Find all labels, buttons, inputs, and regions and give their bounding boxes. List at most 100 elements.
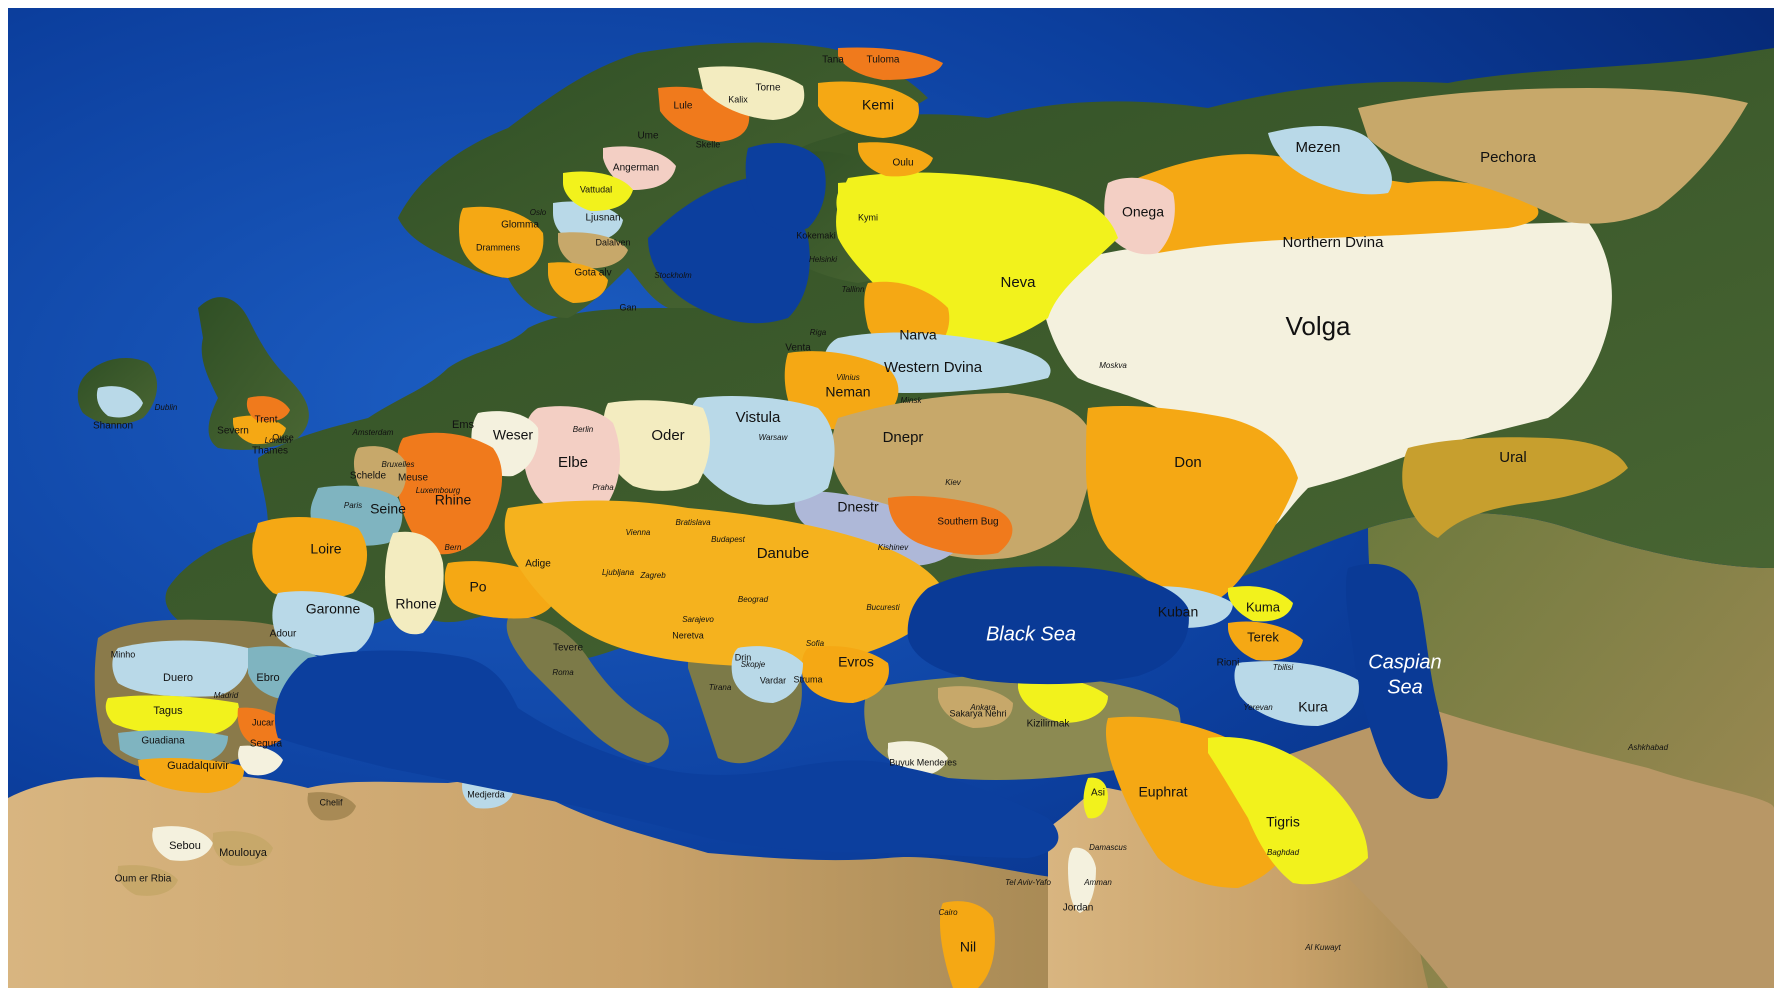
- sea-label-caspian-sea: Sea: [1387, 676, 1423, 698]
- river-label-adige: Adige: [525, 559, 551, 570]
- basin-ural: [1402, 437, 1628, 538]
- river-label-skelle: Skelle: [696, 139, 721, 149]
- river-label-venta: Venta: [785, 343, 811, 354]
- river-label-kuban: Kuban: [1158, 604, 1198, 620]
- river-label-vistula: Vistula: [736, 409, 781, 426]
- city-label-bruxelles: Bruxelles: [382, 460, 415, 469]
- river-label-loire: Loire: [310, 541, 341, 557]
- city-label-praha: Praha: [592, 483, 614, 492]
- river-label-onega: Onega: [1122, 204, 1164, 220]
- river-label-glomma: Glomma: [501, 220, 539, 231]
- city-label-warsaw: Warsaw: [759, 433, 789, 442]
- city-label-minsk: Minsk: [901, 396, 923, 405]
- river-label-thames: Thames: [252, 446, 288, 457]
- basin-don: [1086, 406, 1298, 608]
- city-label-madrid: Madrid: [214, 691, 239, 700]
- city-label-sarajevo: Sarajevo: [682, 615, 714, 624]
- basin-rhine: [396, 432, 503, 555]
- river-label-buyuk-menderes: Buyuk Menderes: [889, 757, 957, 767]
- river-label-vardar: Vardar: [760, 675, 786, 685]
- river-label-pechora: Pechora: [1480, 149, 1537, 166]
- river-label-meuse: Meuse: [398, 473, 428, 484]
- city-label-cairo: Cairo: [938, 908, 958, 917]
- river-label-tagus: Tagus: [153, 705, 183, 717]
- river-label-severn: Severn: [217, 426, 249, 437]
- river-label-drin: Drin: [735, 652, 752, 662]
- basin-kizilirmak: [1018, 676, 1108, 723]
- sea-label-caspian-sea: Caspian: [1368, 651, 1441, 673]
- river-label-weser: Weser: [493, 427, 534, 443]
- basin-tuloma: [838, 47, 943, 80]
- river-label-moulouya: Moulouya: [219, 847, 268, 859]
- basin-danube: [504, 500, 948, 667]
- basin-trent: [246, 396, 290, 422]
- river-label-western-dvina: Western Dvina: [884, 359, 983, 376]
- basin-angerman: [603, 146, 676, 190]
- city-label-tirana: Tirana: [709, 683, 732, 692]
- city-label-baghdad: Baghdad: [1267, 848, 1300, 857]
- basin-southern-bug: [888, 496, 1013, 555]
- river-label-tuloma: Tuloma: [867, 55, 900, 66]
- city-label-dublin: Dublin: [155, 403, 178, 412]
- basin-glomma: [459, 206, 544, 278]
- basin-kuma: [1228, 586, 1293, 622]
- river-label-terek: Terek: [1247, 629, 1279, 644]
- basin-vattudal: [563, 171, 633, 211]
- basin-rhone: [385, 531, 444, 635]
- city-label-amsterdam: Amsterdam: [352, 428, 394, 437]
- city-label-damascus: Damascus: [1089, 843, 1127, 852]
- city-label-budapest: Budapest: [711, 535, 746, 544]
- basin-vardar: [731, 646, 803, 703]
- basin-tagus: [105, 695, 239, 736]
- basin-dnestr: [794, 491, 953, 566]
- city-label-yerevan: Yerevan: [1243, 703, 1273, 712]
- river-label-rhone: Rhone: [395, 596, 436, 612]
- river-label-tigris: Tigris: [1266, 814, 1300, 830]
- river-label-kymi: Kymi: [858, 212, 878, 222]
- river-label-jucar: Jucar: [252, 717, 274, 727]
- river-label-minho: Minho: [111, 649, 136, 659]
- river-label-chelif: Chelif: [319, 797, 343, 807]
- river-label-angerman: Angerman: [613, 163, 659, 174]
- basin-gota: [548, 262, 608, 303]
- basin-segura: [238, 745, 283, 776]
- river-label-kizilirmak: Kizilirmak: [1027, 719, 1071, 730]
- river-label-dnepr: Dnepr: [883, 429, 924, 446]
- city-label-kiev: Kiev: [945, 478, 962, 487]
- basin-dalalven: [558, 232, 628, 269]
- city-label-zagreb: Zagreb: [639, 571, 666, 580]
- river-label-sebou: Sebou: [169, 840, 201, 852]
- city-label-moskva: Moskva: [1099, 361, 1127, 370]
- basin-elbe: [523, 406, 620, 511]
- seas-layer: [274, 143, 1448, 858]
- river-label-kemi: Kemi: [862, 97, 894, 113]
- basin-evros: [801, 646, 889, 703]
- river-label-nil: Nil: [960, 939, 976, 955]
- basin-jordan: [1068, 847, 1096, 913]
- basin-garonne: [272, 591, 375, 657]
- river-label-tevere: Tevere: [553, 643, 583, 654]
- city-label-tbilisi: Tbilisi: [1273, 663, 1294, 672]
- land-italy: [506, 617, 669, 763]
- basin-onega: [1104, 177, 1175, 255]
- city-label-paris: Paris: [344, 501, 362, 510]
- basin-terek: [1228, 621, 1303, 661]
- river-label-ebro: Ebro: [256, 672, 279, 684]
- river-label-sakarya-nehri: Sakarya Nehri: [949, 708, 1006, 718]
- basin-torne: [698, 66, 805, 120]
- city-label-amman: Amman: [1083, 878, 1112, 887]
- river-label-adour: Adour: [270, 629, 297, 640]
- river-label-mezen: Mezen: [1295, 139, 1340, 156]
- river-label-ems: Ems: [452, 419, 475, 431]
- city-label-oslo: Oslo: [530, 208, 547, 217]
- river-label-medjerda: Medjerda: [467, 789, 505, 799]
- river-label-volga: Volga: [1285, 311, 1351, 341]
- river-label-narva: Narva: [899, 327, 937, 343]
- city-label-vienna: Vienna: [626, 528, 651, 537]
- city-label-tel-aviv-yafo: Tel Aviv-Yafo: [1005, 878, 1051, 887]
- city-label-skopje: Skopje: [741, 660, 766, 669]
- basin-oder: [603, 400, 710, 491]
- river-label-garonne: Garonne: [306, 601, 361, 617]
- basin-vistula: [686, 396, 835, 505]
